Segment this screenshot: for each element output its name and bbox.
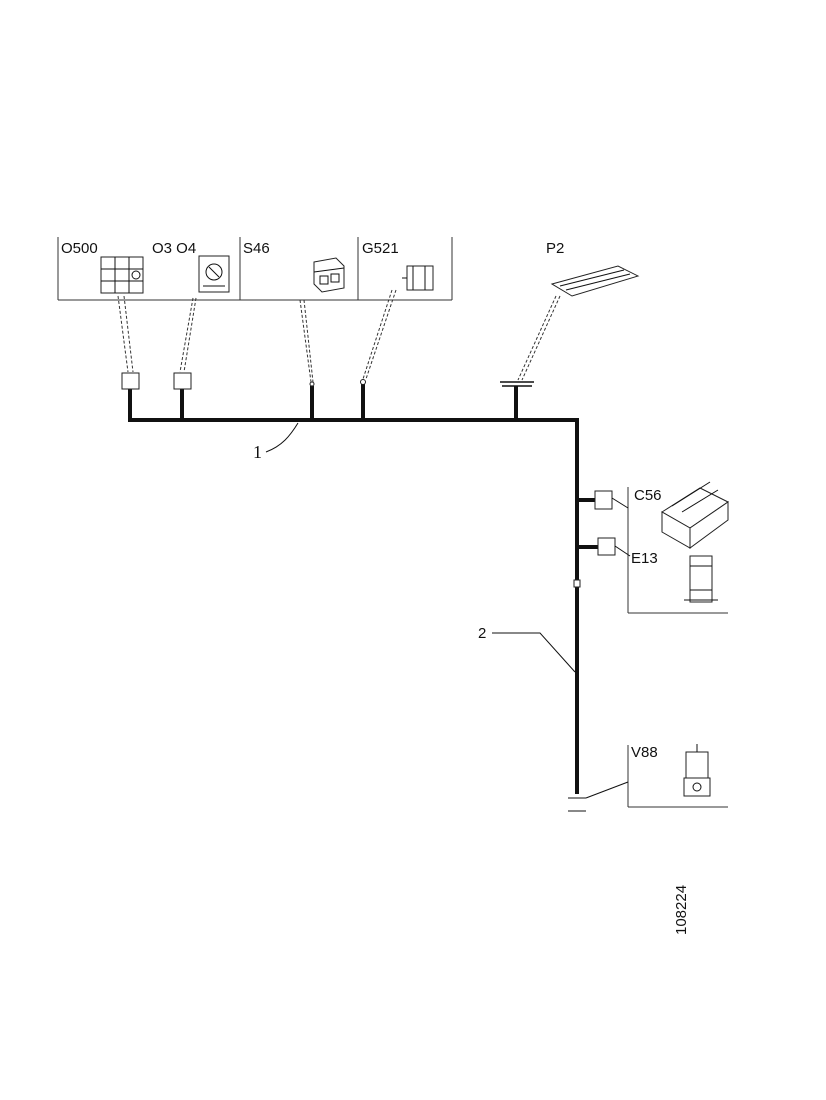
v88-valve-illustration (683, 744, 711, 797)
figure-number: 108224 (673, 885, 690, 935)
connector-o500 (121, 372, 140, 390)
s46-switch-illustration (313, 257, 345, 293)
harness-1 (128, 384, 579, 422)
connector-e13 (597, 537, 616, 556)
label-e13: E13 (631, 550, 658, 567)
connector-o3-o4 (173, 372, 192, 390)
harness-1-label: 1 (253, 442, 262, 462)
connector-p2 (500, 381, 534, 387)
o500-unit-illustration (100, 256, 144, 294)
connector-v88 (568, 797, 586, 812)
c56-control-unit-illustration (661, 481, 729, 549)
label-o3-o4: O3 O4 (152, 240, 196, 257)
harness-2-label: 2 (478, 625, 486, 642)
label-c56: C56 (634, 487, 662, 504)
harness-2-leader (492, 632, 576, 673)
harness-joint (573, 579, 581, 588)
o3-o4-unit-illustration (198, 255, 230, 293)
harness-2 (575, 418, 600, 794)
label-s46: S46 (243, 240, 270, 257)
label-o500: O500 (61, 240, 98, 257)
p2-connector-strip-illustration (550, 265, 640, 297)
leader-lines (117, 289, 631, 799)
top-component-panel (57, 237, 453, 301)
label-p2: P2 (546, 240, 564, 257)
e13-element-illustration (684, 555, 718, 603)
connector-c56 (594, 490, 613, 510)
label-v88: V88 (631, 744, 658, 761)
label-g521: G521 (362, 240, 399, 257)
connector-s46 (309, 381, 315, 387)
g521-sensor-illustration (402, 265, 434, 291)
right-component-panels (627, 487, 728, 808)
harness-1-leader (265, 422, 299, 453)
connector-g521 (360, 379, 366, 385)
